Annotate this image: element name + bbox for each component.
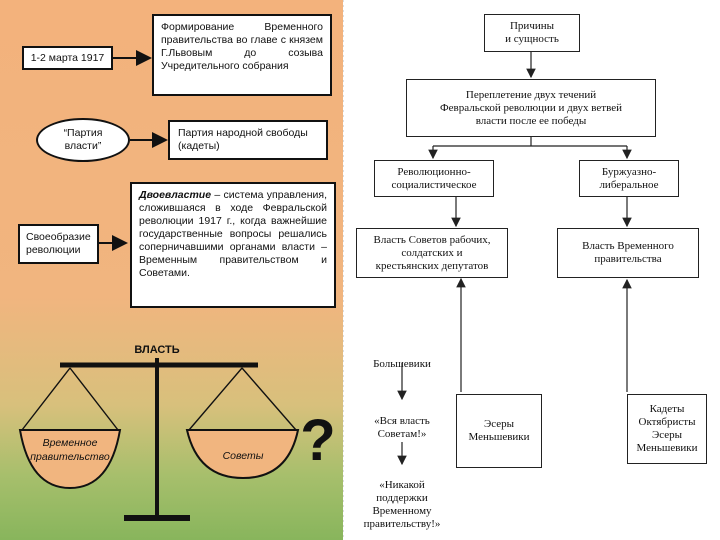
left-panel: ВЛАСТЬ Временное правительство Советы ? … xyxy=(0,0,343,540)
scales-illustration: ВЛАСТЬ Временное правительство Советы ? xyxy=(18,344,336,521)
dual-power-box: Двоевластие – система управления, сложив… xyxy=(130,182,336,308)
formation-box: Формирование Временного правительства во… xyxy=(152,14,332,96)
rev-soc-text: Революционно- социалистическое xyxy=(391,165,477,191)
scale-left-label-1: Временное xyxy=(43,437,98,449)
question-mark: ? xyxy=(300,408,335,473)
peculiarity-text: Своеобразие революции xyxy=(26,231,91,256)
right-panel: Причины и сущность Переплетение двух теч… xyxy=(343,0,720,540)
peculiarity-box: Своеобразие революции xyxy=(18,224,99,264)
provisional-power-text: Власть Временного правительства xyxy=(582,240,674,265)
bourg-lib-text: Буржуазно- либеральное xyxy=(599,165,659,191)
intertwining-box: Переплетение двух течений Февральской ре… xyxy=(406,79,656,137)
date-text: 1-2 марта 1917 xyxy=(30,51,105,64)
liberal-parties-text: Кадеты Октябристы Эсеры Меньшевики xyxy=(636,403,698,454)
dual-power-term: Двоевластие xyxy=(139,189,212,201)
cadets-text: Партия народной свободы (кадеты) xyxy=(178,127,308,152)
party-of-power-text: “Партия власти” xyxy=(63,127,103,152)
cadets-box: Партия народной свободы (кадеты) xyxy=(168,120,328,160)
left-connectors: ВЛАСТЬ Временное правительство Советы ? xyxy=(18,50,336,521)
causes-text: Причины и сущность xyxy=(505,20,559,45)
causes-box: Причины и сущность xyxy=(484,14,580,52)
right-connectors xyxy=(343,0,632,540)
party-of-power-ellipse: “Партия власти” xyxy=(36,118,130,162)
formation-text: Формирование Временного правительства во… xyxy=(161,21,323,72)
scale-left-pan xyxy=(18,429,122,490)
scale-right-label: Советы xyxy=(223,450,264,462)
date-box: 1-2 марта 1917 xyxy=(22,46,113,70)
bourg-lib-box: Буржуазно- либеральное xyxy=(579,160,679,197)
soviets-power-box: Власть Советов рабочих, солдатских и кре… xyxy=(356,228,508,278)
bolsheviks-label: Большевики xyxy=(373,358,431,370)
provisional-power-box: Власть Временного правительства xyxy=(557,228,699,278)
all-power-slogan: «Вся власть Советам!» xyxy=(374,415,430,440)
scale-left-label-2: правительство xyxy=(30,451,110,463)
sr-mensheviks-box: Эсеры Меньшевики xyxy=(456,394,542,468)
rev-soc-box: Революционно- социалистическое xyxy=(374,160,494,197)
scale-title: ВЛАСТЬ xyxy=(134,344,179,356)
scale-right-pan xyxy=(185,429,300,480)
soviets-power-text: Власть Советов рабочих, солдатских и кре… xyxy=(373,233,491,272)
intertwining-text: Переплетение двух течений Февральской ре… xyxy=(439,88,623,127)
sr-mensheviks-text: Эсеры Меньшевики xyxy=(468,418,530,443)
dual-power-definition: – система управления, сложившаяся в ходе… xyxy=(139,189,327,279)
liberal-parties-box: Кадеты Октябристы Эсеры Меньшевики xyxy=(627,394,707,464)
no-support-slogan: «Никакой поддержки Временному правительс… xyxy=(363,479,441,530)
